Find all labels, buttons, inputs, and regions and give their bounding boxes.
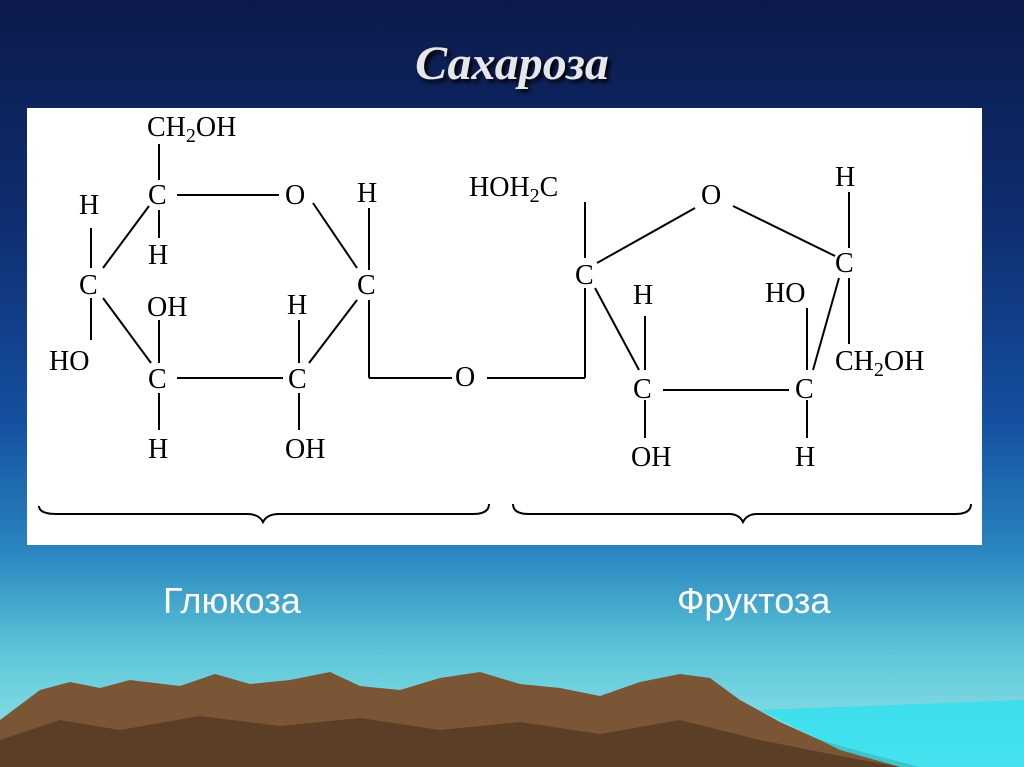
fructose-c-bottom-left: C (633, 374, 652, 405)
mountain-shadow (0, 716, 900, 767)
glucose-c-left: C (79, 270, 98, 301)
mountain-landscape (0, 672, 1024, 767)
glucose-h-right-top: H (357, 178, 377, 209)
glycosidic-o: O (455, 362, 475, 393)
sea-strip (760, 700, 1024, 767)
glucose-h-topleft: H (79, 190, 99, 221)
structure-panel: CH2OH C O H H H C C OH H HO C C H OH O H… (27, 108, 982, 545)
fructose-c-right: C (835, 248, 854, 279)
bonds (38, 144, 972, 525)
sucrose-structure: CH2OH C O H H H C C OH H HO C C H OH O H… (38, 112, 972, 525)
fructose-hoh2c: HOH2C (469, 172, 558, 207)
fructose-c-bottom-right: C (795, 374, 814, 405)
glucose-ring-o: O (285, 180, 305, 211)
glucose-c-bottom-right: C (288, 364, 307, 395)
fructose-h-bottom: H (795, 442, 815, 473)
glucose-c-right: C (357, 270, 376, 301)
fructose-oh-bottom: OH (631, 442, 671, 473)
fructose-h-top-right: H (835, 162, 855, 193)
slide-title: Сахароза (415, 37, 609, 90)
glucose-ch2oh-top: CH2OH (147, 112, 236, 147)
fructose-ho-right: HO (765, 278, 805, 309)
fructose-label: Фруктоза (677, 580, 831, 621)
fructose-ch2oh-right: CH2OH (835, 346, 924, 381)
glucose-c-top: C (148, 180, 167, 211)
glucose-oh-bottom: OH (285, 434, 325, 465)
fructose-h-left: H (633, 280, 653, 311)
fructose-ring-o: O (701, 180, 721, 211)
glucose-oh-mid: OH (147, 292, 187, 323)
glucose-h-under-top: H (148, 240, 168, 271)
glucose-c-bottom-left: C (148, 364, 167, 395)
fructose-c-left: C (575, 260, 594, 291)
glucose-h-mid: H (287, 290, 307, 321)
glucose-ho-left: HO (49, 346, 89, 377)
glucose-label: Глюкоза (163, 580, 301, 621)
glucose-h-bottom: H (148, 434, 168, 465)
